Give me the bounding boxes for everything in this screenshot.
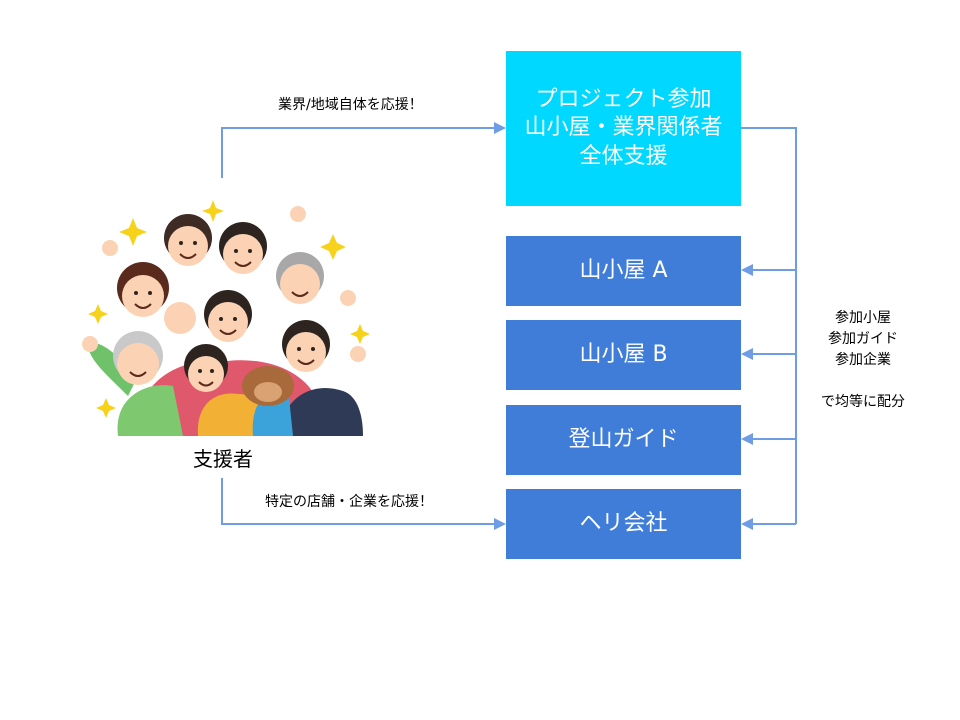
hut-a-box: 山小屋 A xyxy=(506,236,741,306)
edge-label-support-specific: 特定の店舗・企業を応援！ xyxy=(265,494,433,510)
distribution-note: 参加小屋 参加ガイド 参加企業 で均等に配分 xyxy=(808,308,918,413)
helicopter-company-label: ヘリ会社 xyxy=(579,510,668,536)
mountain-guide-label: 登山ガイド xyxy=(568,426,679,452)
note-line-1: 参加小屋 xyxy=(835,310,891,326)
mountain-guide-box: 登山ガイド xyxy=(506,405,741,475)
note-line-4 xyxy=(808,371,918,392)
hut-b-box: 山小屋 B xyxy=(506,320,741,390)
note-line-3: 参加企業 xyxy=(835,352,891,368)
project-box-line-3: 全体支援 xyxy=(579,143,668,169)
hut-a-label: 山小屋 A xyxy=(579,257,668,283)
hut-b-label: 山小屋 B xyxy=(579,341,668,367)
helicopter-company-box: ヘリ会社 xyxy=(506,489,741,559)
arrow-to-project xyxy=(221,122,506,178)
project-support-box: プロジェクト参加 山小屋・業界関係者 全体支援 xyxy=(506,51,741,206)
project-box-line-1: プロジェクト参加 xyxy=(535,86,712,112)
arrow-to-heli xyxy=(221,478,506,530)
note-line-2: 参加ガイド xyxy=(828,331,898,347)
supporter-label: 支援者 xyxy=(193,447,253,471)
supporters-crowd-illustration xyxy=(82,200,370,436)
project-box-line-2: 山小屋・業界関係者 xyxy=(524,115,723,141)
note-line-5: で均等に配分 xyxy=(821,394,905,410)
distribution-trunk xyxy=(741,127,797,524)
edge-label-support-industry: 業界/地域自体を応援！ xyxy=(278,97,423,113)
